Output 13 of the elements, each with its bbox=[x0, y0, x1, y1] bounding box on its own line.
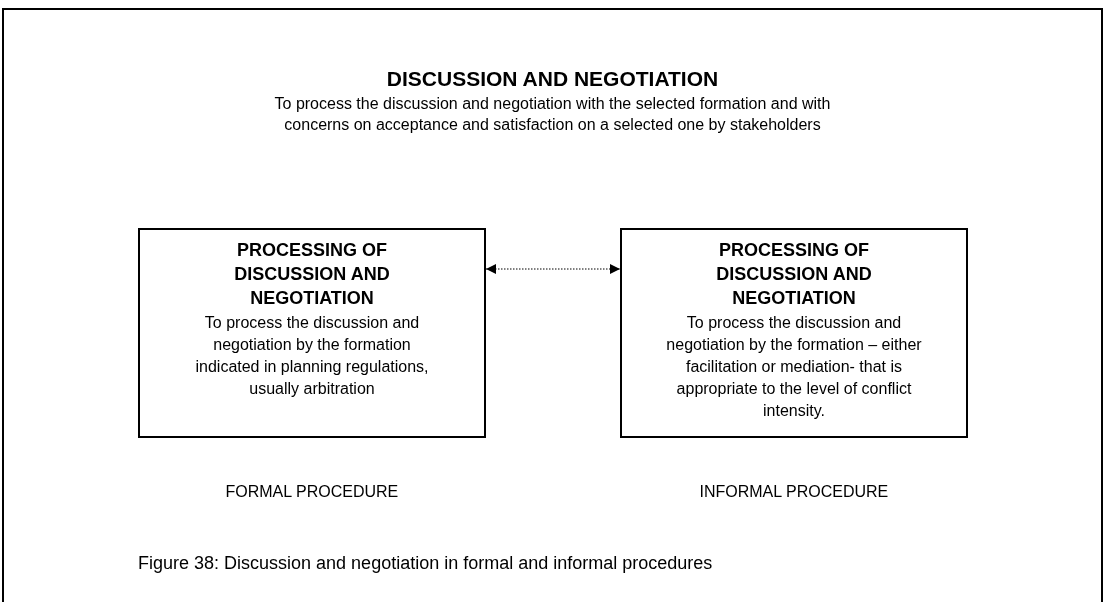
description-text: To process the discussion and negotiation with the selected formation and with concerns on acceptance and satisfaction on a selected one by stakeholders bbox=[273, 94, 832, 135]
figure-caption: Figure 38: Discussion and negotiation in formal and informal procedures bbox=[138, 553, 713, 574]
procedure-label: FORMAL PROCEDURE bbox=[225, 483, 399, 501]
box-heading: PROCESSING OF DISCUSSION AND NEGOTIATION bbox=[233, 239, 391, 310]
process-box bbox=[138, 228, 486, 438]
double-arrow bbox=[485, 264, 621, 274]
diagram-frame bbox=[2, 8, 1103, 602]
procedure-label: INFORMAL PROCEDURE bbox=[699, 483, 889, 501]
box-heading: PROCESSING OF DISCUSSION AND NEGOTIATION bbox=[715, 239, 873, 310]
box-description: To process the discussion and negotiation by the formation – either facilitation or mediation- that is appropriate to the level of conflict intensity. bbox=[665, 313, 923, 421]
frame-heading: DISCUSSION AND NEGOTIATION bbox=[385, 67, 720, 91]
box-description: To process the discussion and negotiation by the formation indicated in planning regulations, usually arbitration bbox=[194, 313, 430, 399]
process-box bbox=[620, 228, 968, 438]
